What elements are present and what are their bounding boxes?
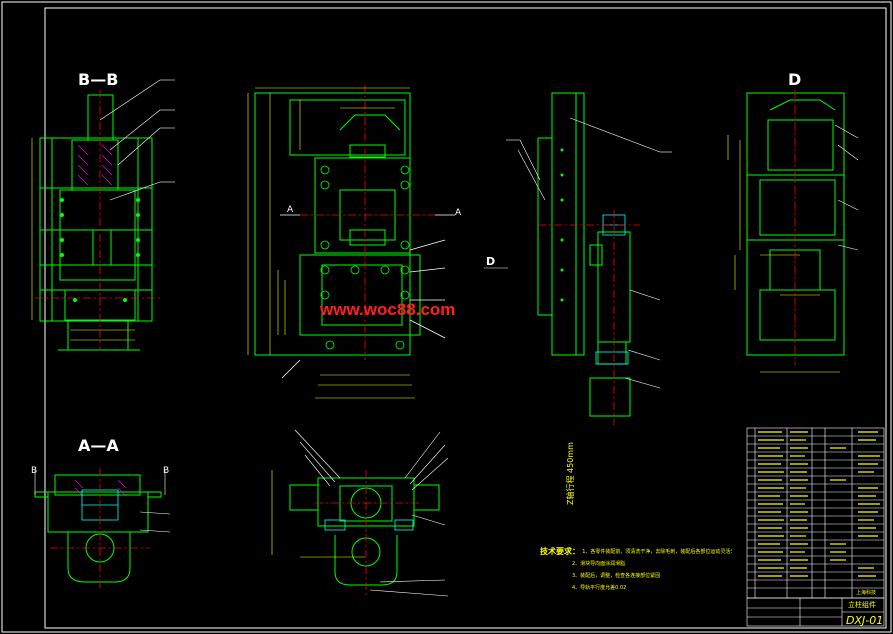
section-marker-a-left: A bbox=[287, 205, 294, 215]
view-front-section-marks bbox=[280, 214, 455, 379]
view-side-centerlines bbox=[538, 210, 640, 425]
view-title-d: D bbox=[788, 70, 802, 89]
view-bb-dims bbox=[31, 138, 135, 341]
view-bb-hatch bbox=[77, 144, 113, 186]
view-bb-bolts bbox=[60, 198, 140, 302]
view-front bbox=[254, 92, 421, 356]
notes-item-4: 4、导轨平行度允差0.02 bbox=[572, 585, 627, 591]
notes-item-3: 3、装配后，调整，检查各连接部位紧固 bbox=[572, 573, 661, 579]
drawing-code: DXJ-01 bbox=[846, 614, 884, 627]
section-marker-b-left: B bbox=[31, 466, 38, 476]
view-front-dims bbox=[247, 87, 415, 399]
view-bottom-dims bbox=[271, 470, 365, 558]
view-title-bb: B—B bbox=[78, 70, 119, 89]
notes-item-1: 1、各零件装配前，须清洗干净，去除毛刺，装配后各部位运动灵活无卡滞 bbox=[582, 549, 733, 555]
view-bb bbox=[39, 94, 153, 351]
technical-notes: 技术要求： 1、各零件装配前，须清洗干净，去除毛刺，装配后各部位运动灵活无卡滞 … bbox=[540, 546, 740, 594]
title-block-name: 立柱组件 bbox=[848, 601, 876, 609]
title-block bbox=[746, 597, 885, 627]
view-d bbox=[746, 92, 845, 356]
view-front-centerlines bbox=[300, 85, 440, 360]
z-travel-note: Z轴行程 450mm bbox=[566, 442, 575, 505]
view-aa bbox=[34, 474, 162, 583]
watermark: www.woc88.com bbox=[320, 300, 456, 319]
view-bottom bbox=[289, 477, 440, 586]
view-bottom-centerlines bbox=[315, 470, 420, 595]
notes-heading: 技术要求： bbox=[540, 547, 580, 556]
view-aa-centerlines bbox=[50, 468, 150, 590]
parts-list-entries bbox=[758, 431, 880, 577]
view-bb-centerlines bbox=[35, 90, 160, 350]
parts-list bbox=[746, 427, 885, 599]
inner-frame bbox=[44, 7, 887, 629]
view-title-aa: A—A bbox=[78, 436, 119, 455]
view-front-bolts bbox=[320, 165, 410, 350]
notes-item-2: 2、滑块导向面涂润滑脂 bbox=[572, 561, 626, 567]
view-side-bolts bbox=[560, 148, 564, 302]
view-d-leaders bbox=[834, 124, 859, 251]
section-marker-a-right: A bbox=[455, 208, 462, 218]
view-d-dims bbox=[727, 135, 840, 373]
view-side bbox=[537, 92, 631, 417]
view-bottom-detail bbox=[324, 519, 414, 531]
section-marker-b-right: B bbox=[163, 466, 170, 476]
view-bb-leaders bbox=[99, 79, 175, 201]
view-side-leaders bbox=[484, 117, 672, 389]
view-bottom-leaders bbox=[294, 429, 449, 597]
view-arrow-d: D bbox=[486, 255, 496, 268]
view-aa-hatch bbox=[74, 479, 127, 497]
view-aa-leaders bbox=[34, 470, 171, 533]
title-block-company: 上海科技 bbox=[856, 590, 877, 596]
